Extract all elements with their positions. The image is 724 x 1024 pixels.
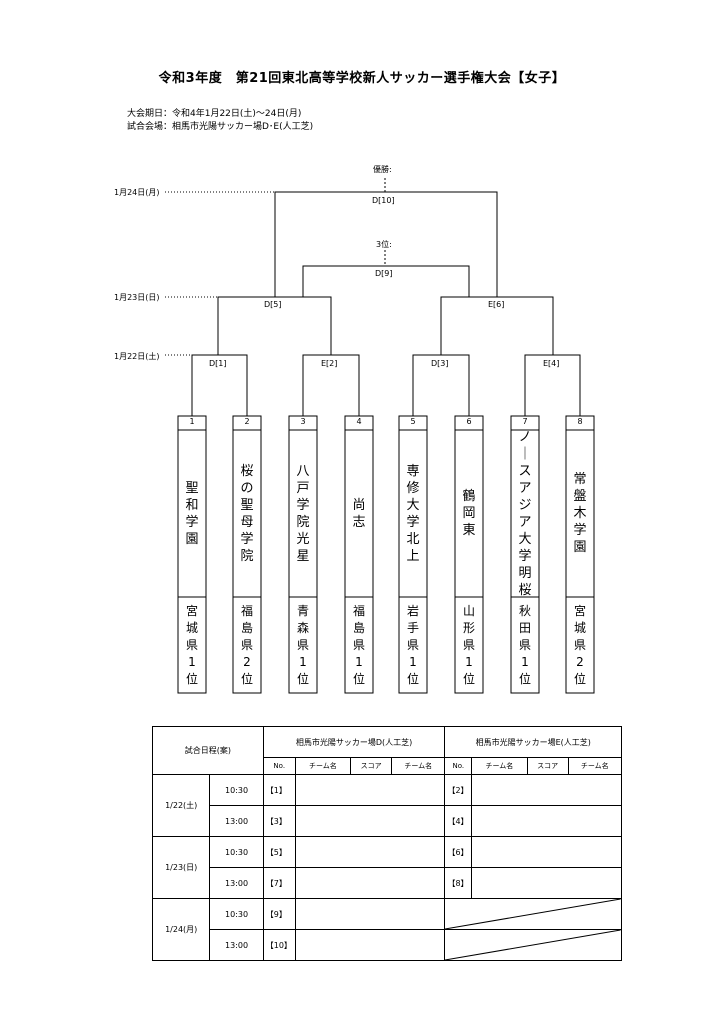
team-slot-number: 7	[522, 417, 528, 426]
team-name: 八戸学院光星	[296, 463, 310, 564]
tournament-venue: 試合会場：相馬市光陽サッカー場D･E(人工芝)	[127, 122, 314, 132]
col-team-d: チーム名	[294, 757, 352, 775]
match-no-e: 【4】	[444, 805, 473, 837]
team-slot-number: 3	[300, 417, 306, 426]
match-no-e: 【2】	[444, 774, 473, 806]
team-name: 専修大学北上	[406, 463, 420, 564]
schedule-table: 試合日程(案) 相馬市光陽サッカー場D(人工芝) 相馬市光陽サッカー場E(人工芝…	[151, 726, 623, 961]
team-name: ノ｜スアジア大学明桜	[518, 429, 532, 598]
match-result-d	[294, 836, 446, 868]
team-box	[565, 415, 595, 694]
col-team-e: チーム名	[471, 757, 528, 775]
date-label-23: 1月23日(日)	[114, 293, 160, 302]
bracket-lines	[165, 178, 595, 694]
team-box	[232, 415, 262, 694]
time-cell: 10:30	[209, 836, 264, 868]
time-cell: 13:00	[209, 929, 264, 961]
diagonal-strike	[445, 899, 621, 929]
match-no-d: 【3】	[262, 805, 296, 837]
date-label-24: 1月24日(月)	[114, 188, 160, 197]
third-place-label: 3位:	[376, 240, 392, 249]
team-slot-number: 2	[244, 417, 250, 426]
col-score-d: スコア	[350, 757, 393, 775]
match-result-e	[471, 836, 622, 868]
time-cell: 13:00	[209, 867, 264, 899]
team-slot-number: 5	[410, 417, 416, 426]
venue-d-header: 相馬市光陽サッカー場D(人工芝)	[262, 726, 446, 758]
col-no-d: No.	[262, 757, 296, 775]
match-result-d	[294, 774, 446, 806]
time-cell: 10:30	[209, 898, 264, 930]
match-result-d	[294, 898, 446, 930]
final-match-label: D[10]	[372, 196, 395, 205]
team-box	[288, 415, 318, 694]
champion-label: 優勝:	[373, 165, 392, 174]
match-no-e: 【8】	[444, 867, 473, 899]
team-name: 鶴岡東	[462, 489, 476, 538]
match-no-e: 【6】	[444, 836, 473, 868]
tournament-period: 大会期日：令和4年1月22日(土)～24日(月)	[127, 109, 302, 119]
team-slot-number: 6	[466, 417, 472, 426]
match-result-d	[294, 867, 446, 899]
unused-cell	[444, 929, 622, 961]
match-no-d: 【5】	[262, 836, 296, 868]
unused-cell	[444, 898, 622, 930]
match-no-d: 【10】	[262, 929, 296, 961]
col-score-e: スコア	[526, 757, 569, 775]
match-result-d	[294, 805, 446, 837]
match-no-d: 【1】	[262, 774, 296, 806]
schedule-header: 試合日程(案)	[152, 726, 264, 775]
team-slot-number: 8	[577, 417, 583, 426]
team-box	[510, 415, 540, 694]
page-title: 令和3年度 第21回東北高等学校新人サッカー選手権大会【女子】	[158, 71, 566, 86]
venue-e-header: 相馬市光陽サッカー場E(人工芝)	[444, 726, 622, 758]
day-1-label: 1/22(土)	[151, 774, 211, 837]
diagonal-strike	[445, 930, 621, 960]
semifinal-2-label: E[6]	[488, 300, 505, 309]
team-box	[454, 415, 484, 694]
team-name: 尚志	[352, 497, 366, 530]
match-no-d: 【9】	[262, 898, 296, 930]
match-result-e	[471, 774, 622, 806]
quarterfinal-3-label: D[3]	[431, 359, 449, 368]
time-cell: 13:00	[209, 805, 264, 837]
team-box	[398, 415, 428, 694]
time-cell: 10:30	[209, 774, 264, 806]
col-team2-e: チーム名	[567, 757, 623, 775]
date-label-22: 1月22日(土)	[114, 352, 160, 361]
match-no-d: 【7】	[262, 867, 296, 899]
team-slot-number: 4	[356, 417, 362, 426]
match-result-e	[471, 805, 622, 837]
quarterfinal-4-label: E[4]	[543, 359, 560, 368]
day-3-label: 1/24(月)	[151, 898, 211, 961]
team-box	[177, 415, 207, 694]
team-slot-number: 1	[189, 417, 195, 426]
team-box	[344, 415, 374, 694]
quarterfinal-2-label: E[2]	[321, 359, 338, 368]
semifinal-1-label: D[5]	[264, 300, 282, 309]
day-2-label: 1/23(日)	[151, 836, 211, 899]
team-name: 常盤木学園	[573, 472, 587, 555]
match-result-e	[471, 867, 622, 899]
third-match-label: D[9]	[375, 269, 393, 278]
team-name: 聖和学園	[185, 480, 199, 547]
team-name: 桜の聖母学院	[240, 463, 254, 564]
col-no-e: No.	[444, 757, 473, 775]
match-result-d	[294, 929, 446, 961]
col-team2-d: チーム名	[391, 757, 446, 775]
quarterfinal-1-label: D[1]	[209, 359, 227, 368]
